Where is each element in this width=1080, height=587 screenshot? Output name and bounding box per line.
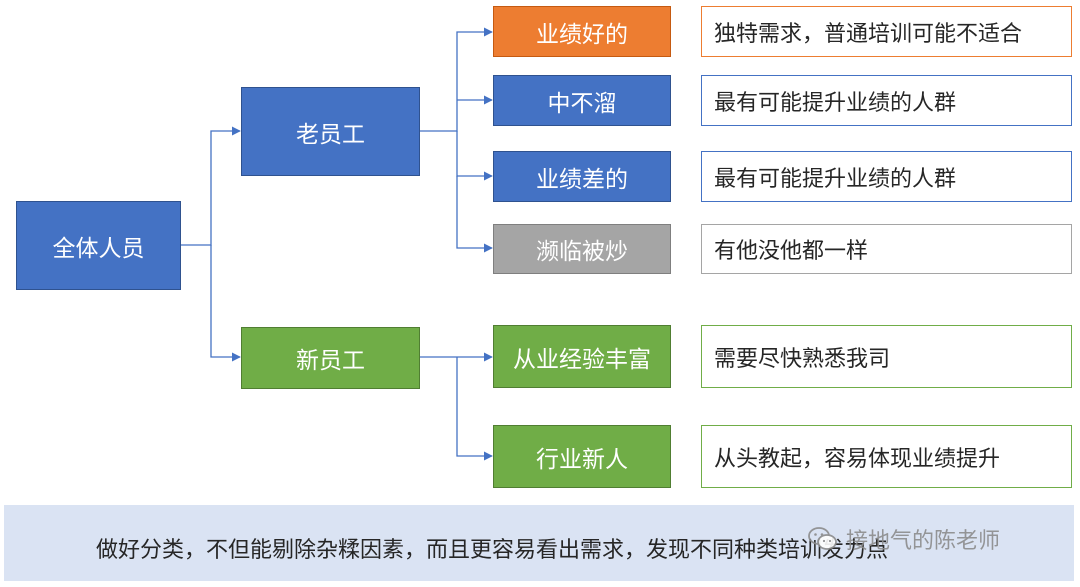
- watermark: 接地气的陈老师: [808, 523, 1000, 555]
- group-node-old-employees: 老员工: [241, 87, 420, 176]
- note-industry-newcomer: 从头教起，容易体现业绩提升: [701, 425, 1072, 488]
- category-node-experienced: 从业经验丰富: [493, 325, 671, 388]
- note-top-performers: 独特需求，普通培训可能不适合: [701, 6, 1072, 57]
- note-about-to-be-fired: 有他没他都一样: [701, 224, 1072, 274]
- watermark-text: 接地气的陈老师: [846, 529, 1001, 554]
- note-poor-performers: 最有可能提升业绩的人群: [701, 151, 1072, 202]
- category-node-industry-newcomer: 行业新人: [493, 425, 671, 488]
- category-node-top-performers: 业绩好的: [493, 6, 671, 57]
- footer-banner: [4, 505, 1074, 581]
- category-node-average: 中不溜: [493, 75, 671, 126]
- root-node: 全体人员: [16, 201, 181, 290]
- category-node-poor-performers: 业绩差的: [493, 151, 671, 202]
- note-experienced: 需要尽快熟悉我司: [701, 325, 1072, 388]
- category-node-about-to-be-fired: 濒临被炒: [493, 224, 671, 274]
- wechat-icon: [808, 527, 837, 550]
- group-node-new-employees: 新员工: [241, 327, 420, 389]
- footer-text: 做好分类，不但能剔除杂糅因素，而且更容易看出需求，发现不同种类培训发力点: [96, 538, 889, 563]
- note-average: 最有可能提升业绩的人群: [701, 75, 1072, 126]
